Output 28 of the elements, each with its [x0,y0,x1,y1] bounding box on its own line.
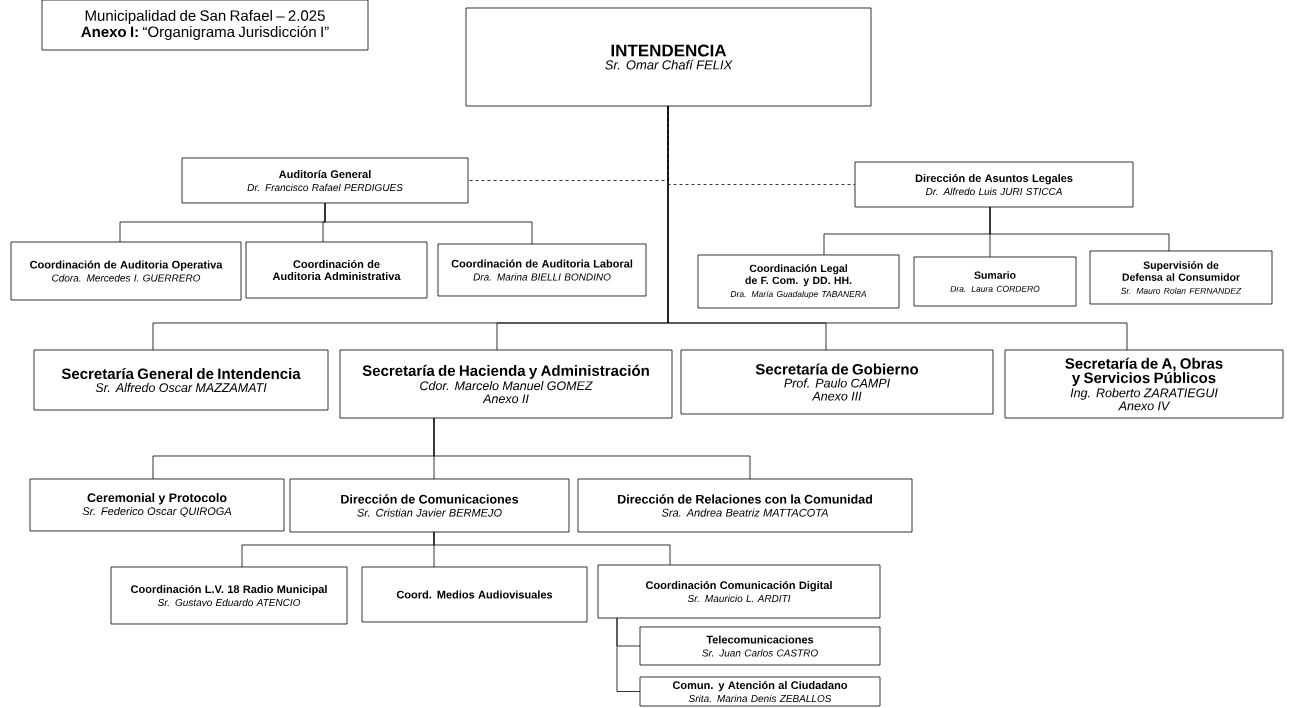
org-box: Coordinación de Auditoria Operativa Cdora. Mercedes I. GUERRERO [10,241,242,301]
org-box: Coordinación de Auditoria Laboral Dra. Marina BIELLI BONDINO [437,243,647,297]
connector-line [433,531,671,566]
org-box: Coordinación L.V. 18 Radio Municipal Sr. Gustavo Eduardo ATENCIO [110,566,348,625]
connector-line [667,105,1128,351]
org-box: Secretaría General de Intendencia Sr. Alfredo Oscar MAZZAMATI [33,349,329,411]
org-box: Telecomunicaciones Sr. Juan Carlos CASTRO [639,626,881,666]
org-box: Supervisión de Defensa al Consumidor Sr. Mauro Rolan FERNANDEZ [1089,250,1273,305]
connector-line [616,617,641,692]
connector-line [989,206,1170,252]
org-box: Comun. y Atención al Ciudadano Srita. Marina Denis ZEBALLOS [639,676,881,707]
connector-line [433,417,751,480]
org-box: Ceremonial y Protocolo Sr. Federico Oscar QUIROGA [29,478,285,532]
org-box: Dirección de Comunicaciones Sr. Cristian Javier BERMEJO [289,478,570,533]
org-box: Secretaría de Gobierno Prof. Paulo CAMPI Anexo III [680,349,994,415]
org-box: Secretaría de Hacienda y Administración Cdor. Marcelo Manuel GOMEZ Anexo II [339,349,673,419]
org-box: Coord. Medios Audiovisuales [361,566,588,623]
org-box: Dirección de Asuntos Legales Dr. Alfredo Luis JURI STICCA [854,161,1134,208]
org-box: Sumario Dra. Laura CORDERO [913,256,1077,307]
org-box: Secretaría de A, Obras y Servicios Públicos Ing. Roberto ZARATIEGUI Anexo IV [1004,349,1284,419]
org-box: Coordinación Comunicación Digital Sr. Mauricio L. ARDITI [597,564,881,619]
connector-line [324,202,533,245]
org-box: Auditoría General Dr. Francisco Rafael PERDIGUES [181,157,469,204]
org-box: INTENDENCIA Sr. Omar Chafí FELIX [465,7,872,107]
org-box: Coordinación de Auditoria Administrativa [245,241,428,299]
header-box: Municipalidad de San Rafael – 2.025 Anexo I: “Organigrama Jurisdicción I” [41,0,369,51]
org-box: Coordinación Legal de F. Com. y DD. HH. Dra. María Guadalupe TABANERA [697,254,900,309]
org-box: Dirección de Relaciones con la Comunidad Sra. Andrea Beatriz MATTACOTA [577,478,913,533]
